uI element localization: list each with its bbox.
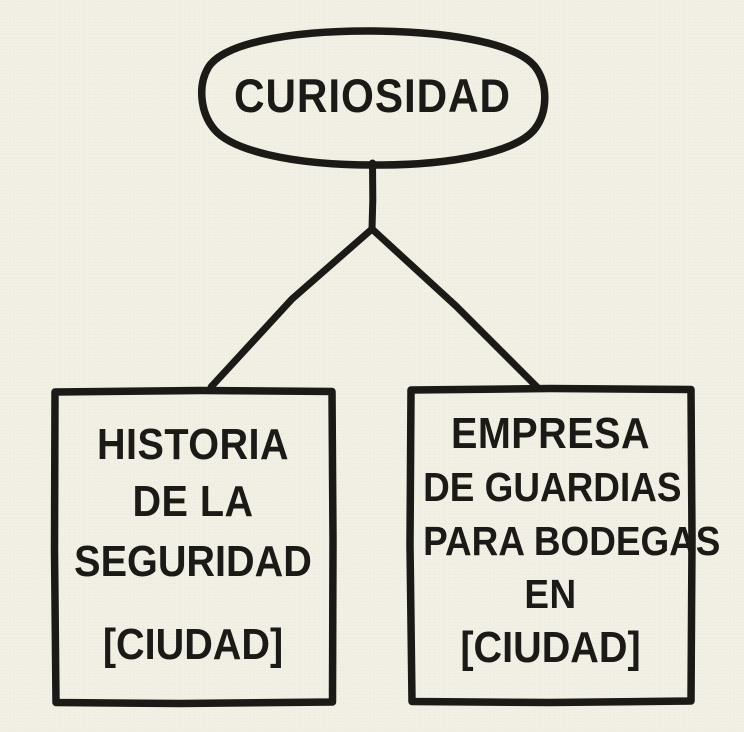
left-node-line-4-placeholder: [CIUDAD] (102, 620, 284, 669)
right-node-line-3: PARA BODEGAS (423, 518, 721, 564)
right-node-box-outline (406, 384, 696, 707)
right-node-line-4: EN (524, 571, 577, 617)
connector-stem (368, 159, 377, 233)
left-node-box-outline (50, 386, 337, 708)
connector-branch-right (368, 225, 541, 391)
left-node-line-3: SEGURIDAD (74, 537, 312, 586)
right-node-line-2: DE GUARDIAS (423, 464, 682, 510)
right-node-line-5-placeholder: [CIUDAD] (460, 623, 641, 672)
left-node-line-1: HISTORIA (96, 420, 290, 469)
left-node-line-2: DE LA (132, 477, 254, 526)
connector-branch-left (207, 225, 376, 391)
right-node-line-1: EMPRESA (451, 409, 650, 458)
root-node-label: CURIOSIDAD (234, 69, 511, 122)
right-node-label-group: EMPRESA DE GUARDIAS PARA BODEGAS EN [CIU… (409, 388, 721, 702)
left-node-label-group: HISTORIA DE LA SEGURIDAD [CIUDAD] (53, 390, 333, 703)
